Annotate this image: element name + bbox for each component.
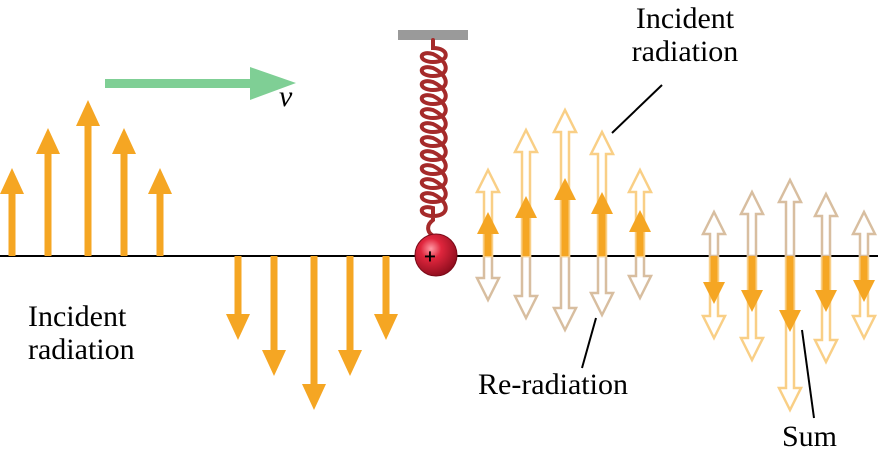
incident-label-right-line2: radiation (631, 35, 739, 68)
field-arrow-icon (302, 256, 326, 410)
incident-wave-trough (226, 256, 398, 410)
field-arrow-icon (626, 254, 654, 301)
field-arrow-icon (815, 256, 837, 312)
sum-label: Sum (782, 420, 838, 453)
field-arrow-icon (700, 209, 728, 258)
field-arrow-icon (738, 189, 766, 258)
field-arrow-icon (338, 256, 362, 376)
incident-label-right: Incident radiation (610, 2, 760, 68)
field-arrow-icon (551, 254, 579, 333)
field-arrow-icon (477, 212, 499, 256)
field-arrow-icon (853, 256, 875, 302)
field-arrow-icon (776, 254, 804, 413)
field-arrow-icon (226, 256, 250, 340)
field-arrow-icon (112, 128, 136, 256)
spring-icon (419, 38, 448, 238)
field-arrow-icon (474, 254, 502, 303)
incident-wave-left (0, 100, 172, 256)
spring-support (398, 30, 468, 40)
leader-line-incident (611, 84, 663, 134)
field-arrow-icon (850, 209, 878, 258)
incident-label-right-line1: Incident (635, 2, 735, 35)
reradiation-label: Re-radiation (478, 368, 628, 401)
incident-label-left: Incident radiation (28, 300, 135, 366)
field-arrow-icon (0, 168, 24, 256)
reradiation-wave (474, 107, 654, 333)
incident-label-left-line1: Incident (28, 300, 127, 333)
field-arrow-icon (36, 128, 60, 256)
field-arrow-icon (76, 100, 100, 256)
field-arrow-icon (262, 256, 286, 376)
charge-symbol: + (423, 247, 436, 266)
leader-line-sum (801, 329, 815, 419)
incident-label-left-line2: radiation (28, 333, 135, 366)
field-arrow-icon (512, 127, 540, 258)
field-arrow-icon (591, 192, 613, 256)
field-arrow-icon (703, 256, 725, 304)
velocity-arrow-icon (105, 67, 296, 100)
field-arrow-icon (374, 256, 398, 340)
field-arrow-icon (588, 254, 616, 318)
field-arrow-icon (629, 210, 651, 256)
field-arrow-icon (515, 196, 537, 256)
field-arrow-icon (812, 191, 840, 258)
field-arrow-icon (148, 168, 172, 256)
field-arrow-icon (554, 178, 576, 256)
sum-wave (700, 177, 878, 413)
field-arrow-icon (779, 256, 801, 332)
velocity-label: v (279, 80, 293, 113)
field-arrow-icon (741, 256, 763, 312)
charge-icon: + (414, 233, 458, 277)
field-arrow-icon (512, 254, 540, 321)
leader-line-reradiation (581, 317, 597, 369)
field-arrow-icon (776, 177, 804, 258)
